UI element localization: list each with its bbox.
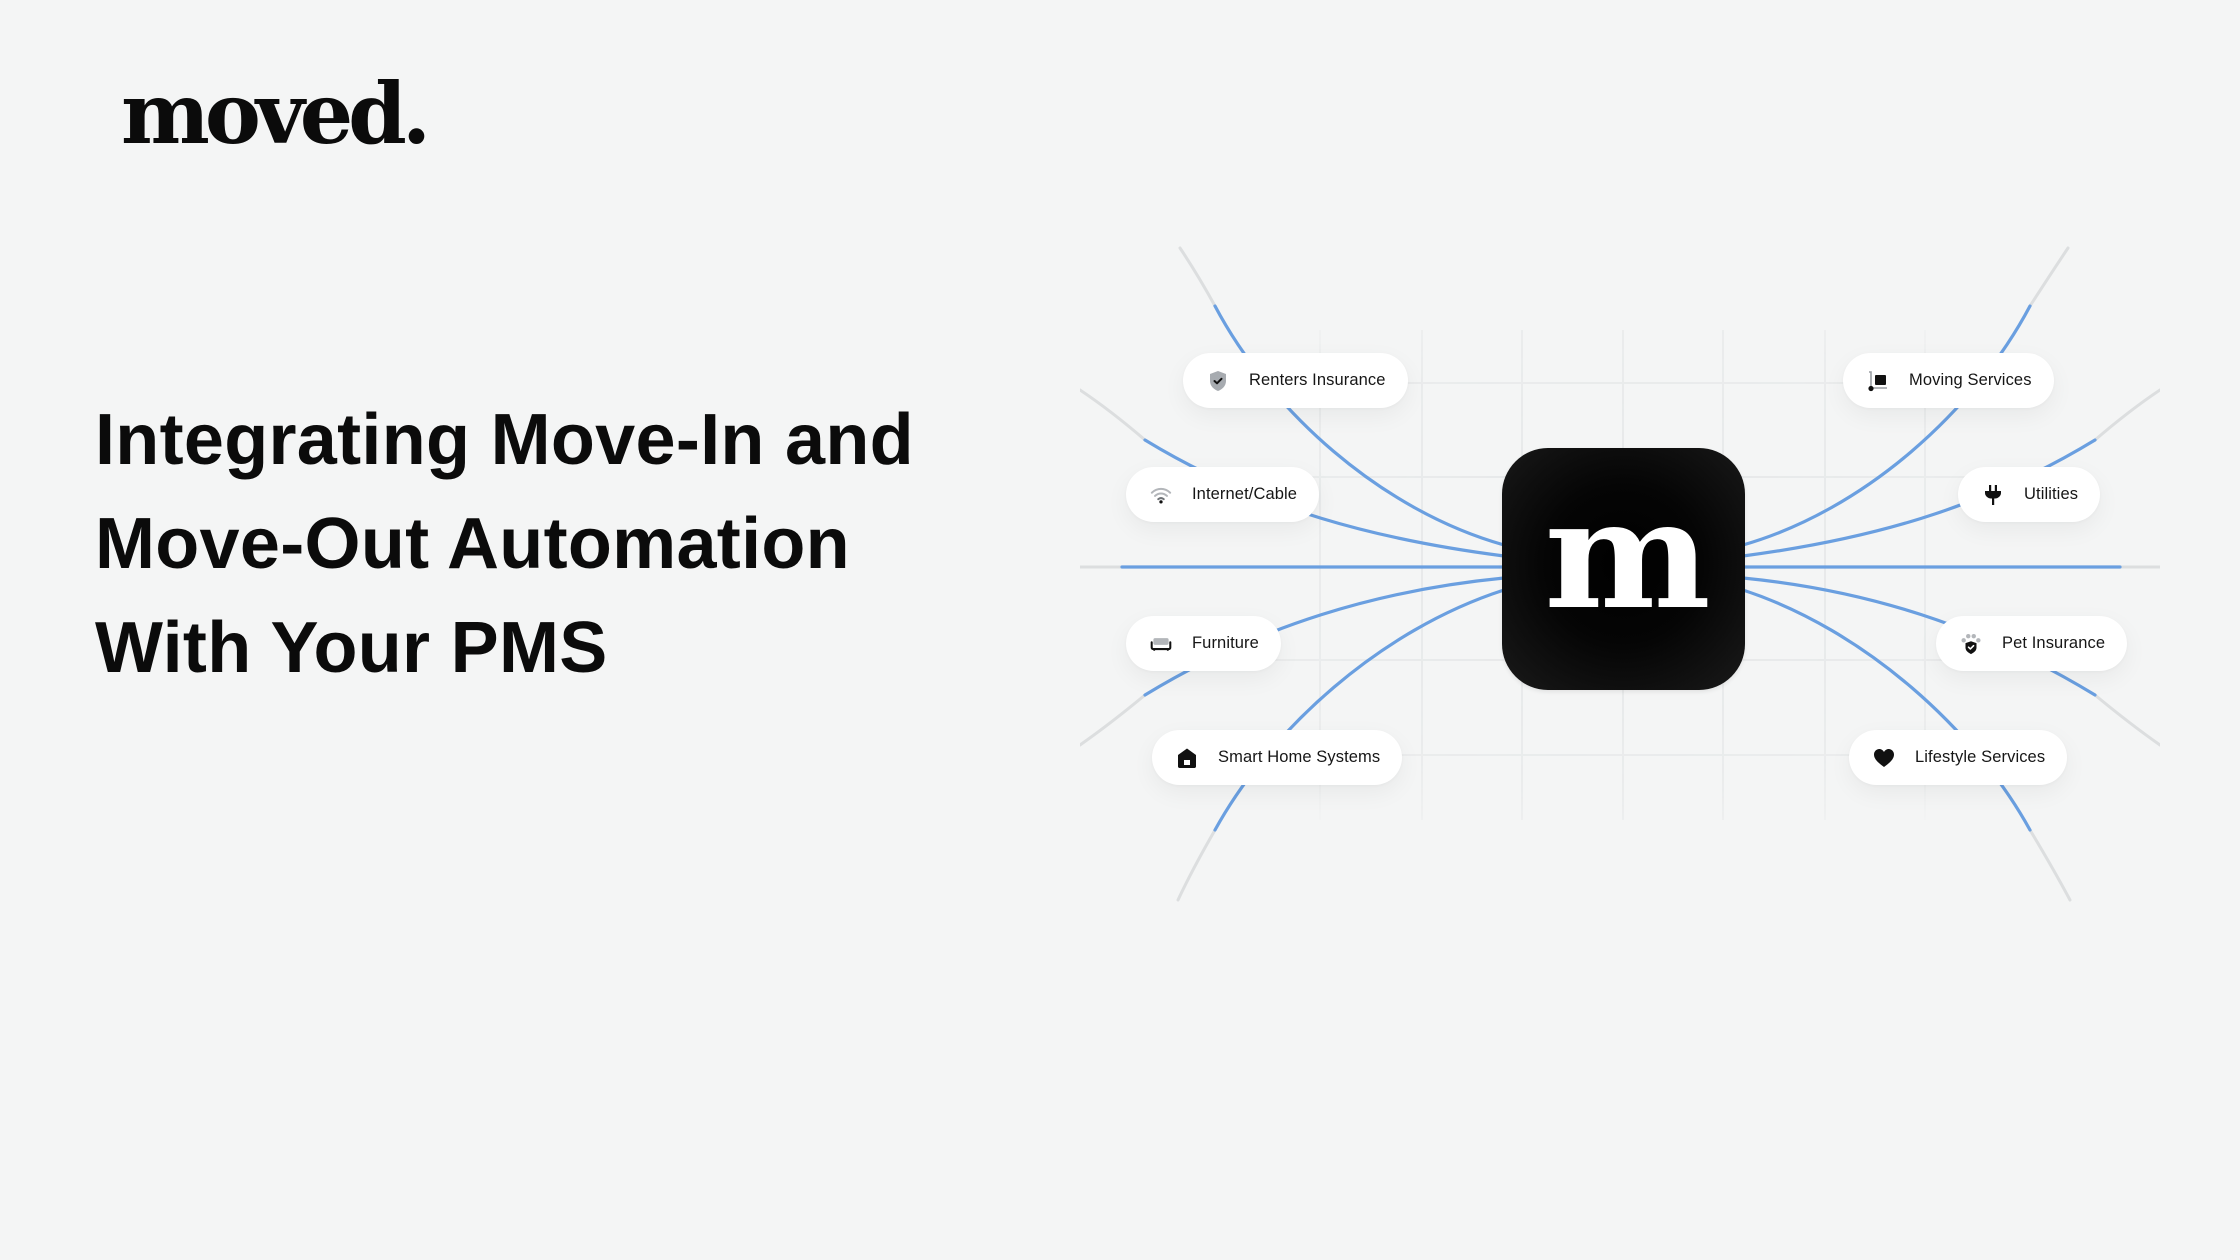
service-smart-home-systems[interactable]: Smart Home Systems <box>1152 730 1403 785</box>
service-furniture[interactable]: Furniture <box>1126 616 1281 671</box>
service-label: Internet/Cable <box>1192 485 1298 503</box>
moved-logo: moved. <box>121 64 431 163</box>
hub-letter: m <box>1544 467 1711 643</box>
service-label: Lifestyle Services <box>1915 748 2046 766</box>
service-label: Smart Home Systems <box>1218 748 1381 766</box>
shield-check-icon <box>1207 370 1229 392</box>
pet-shield-icon <box>1960 633 1982 655</box>
title-line-2: Move-Out Automation <box>95 504 850 584</box>
service-utilities[interactable]: Utilities <box>1958 467 2101 522</box>
service-label: Utilities <box>2024 485 2079 503</box>
title-line-1: Integrating Move-In and <box>95 400 914 480</box>
moved-hub-icon: m <box>1502 448 1745 690</box>
service-lifestyle-services[interactable]: Lifestyle Services <box>1849 730 2068 785</box>
service-label: Pet Insurance <box>2002 634 2106 652</box>
sofa-icon <box>1150 633 1172 655</box>
hand-truck-icon <box>1867 370 1889 392</box>
page-title: Integrating Move-In and Move-Out Automat… <box>95 388 1055 700</box>
integration-diagram: m Renters Insurance Internet/Cable Furni… <box>1080 240 2160 910</box>
plug-icon <box>1982 484 2004 506</box>
smart-home-icon <box>1176 747 1198 769</box>
service-moving-services[interactable]: Moving Services <box>1843 353 2054 408</box>
title-line-3: With Your PMS <box>95 608 608 688</box>
service-renters-insurance[interactable]: Renters Insurance <box>1183 353 1408 408</box>
service-label: Moving Services <box>1909 371 2032 389</box>
service-label: Renters Insurance <box>1249 371 1386 389</box>
wifi-icon <box>1150 484 1172 506</box>
heart-icon <box>1873 747 1895 769</box>
service-pet-insurance[interactable]: Pet Insurance <box>1936 616 2128 671</box>
service-label: Furniture <box>1192 634 1259 652</box>
service-internet-cable[interactable]: Internet/Cable <box>1126 467 1320 522</box>
